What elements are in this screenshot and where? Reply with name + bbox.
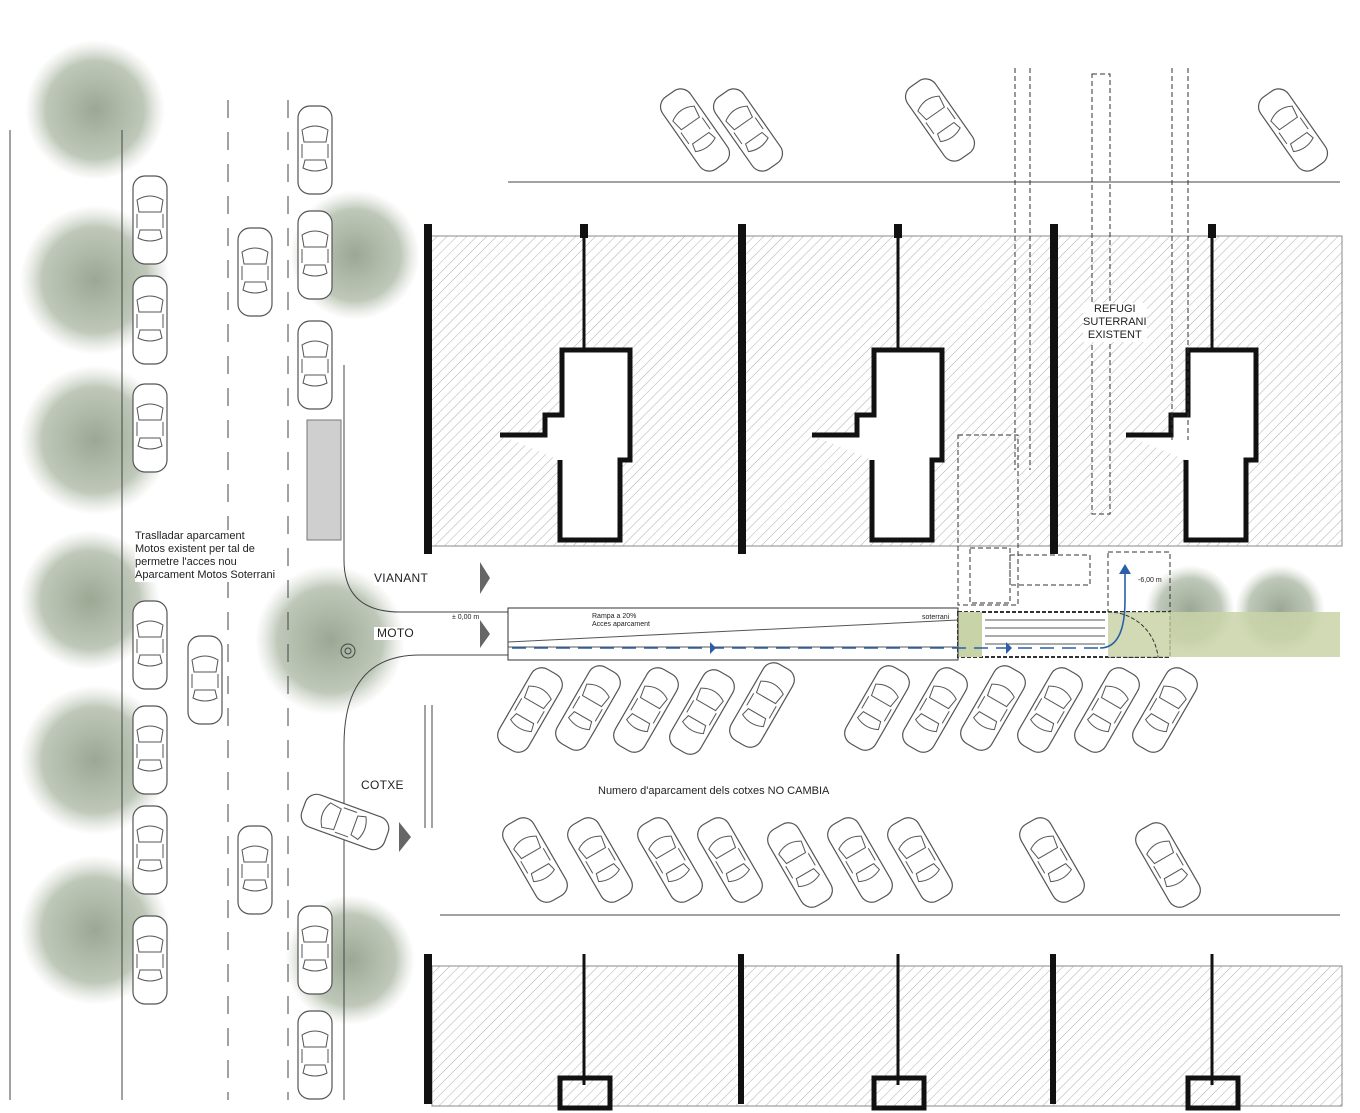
tree-canopy (25, 40, 165, 180)
label-cotxe: COTXE (361, 778, 404, 792)
tree-canopy (255, 565, 405, 715)
parked-car (1014, 812, 1090, 908)
parked-car (562, 812, 638, 908)
building-block-bottom (424, 954, 1343, 1111)
refugi-outline (957, 68, 1189, 658)
parked-car (297, 790, 393, 854)
note-relocate-moto-parking: Traslladar aparcament Motos existent per… (135, 530, 276, 582)
street-lines (9, 100, 1340, 1100)
parked-car (237, 227, 273, 317)
parked-car (297, 905, 333, 995)
parked-car (632, 812, 708, 908)
parked-car (897, 662, 973, 758)
stair-core (500, 347, 633, 543)
refugi-line: EXISTENT (1087, 329, 1142, 341)
stair-core (1126, 347, 1259, 543)
parked-car (762, 817, 838, 913)
refugi-line: REFUGI (1094, 303, 1136, 315)
parked-car (132, 175, 168, 265)
note-line: Motos existent per tal de (135, 543, 255, 555)
parked-car (187, 635, 223, 725)
parked-car (297, 210, 333, 300)
parked-car (497, 812, 573, 908)
label-soterrani: soterrani (922, 614, 950, 621)
parked-car (882, 812, 958, 908)
tree-canopy (20, 530, 160, 670)
parked-car (692, 812, 768, 908)
level-minus-six: -6,00 m (1138, 577, 1162, 584)
stair-core (812, 347, 945, 543)
parked-car (297, 105, 333, 195)
moto-parking-area (306, 419, 342, 541)
parked-car (900, 73, 980, 167)
refugi-line: SUTERRANI (1083, 316, 1147, 328)
parked-car (237, 825, 273, 915)
ramp (507, 564, 1340, 661)
parked-car (297, 1010, 333, 1100)
label-refugi: REFUGI SUTERRANI EXISTENT (1083, 303, 1147, 342)
note-line: permetre l'acces nou (135, 556, 237, 568)
parked-car (132, 805, 168, 895)
parked-car (724, 657, 800, 753)
label-moto: MOTO (374, 627, 417, 640)
parked-car (822, 812, 898, 908)
ramp-line: Acces aparcament (592, 621, 650, 628)
parked-car (1127, 662, 1203, 758)
label-vianant: VIANANT (374, 571, 429, 585)
parked-car (550, 660, 626, 756)
parked-car (297, 320, 333, 410)
parked-car (839, 660, 915, 756)
building-block-top (424, 224, 1343, 554)
ramp-line: Rampa a 20% (592, 613, 637, 620)
parked-car (132, 383, 168, 473)
parked-car (132, 275, 168, 365)
parked-car (132, 600, 168, 690)
level-zero: ± 0,00 m (452, 614, 480, 621)
note-line: Aparcament Motos Soterrani (135, 569, 276, 581)
parked-car (1069, 662, 1145, 758)
parked-car (132, 705, 168, 795)
parked-car (132, 915, 168, 1005)
parked-car (492, 662, 568, 758)
parked-car (1253, 83, 1333, 177)
parked-car (1130, 817, 1206, 913)
ramp-label: Rampa a 20% Acces aparcament (592, 613, 650, 629)
parking-note: Numero d'aparcament dels cotxes NO CAMBI… (598, 785, 830, 798)
note-line: Traslladar aparcament (135, 530, 245, 542)
